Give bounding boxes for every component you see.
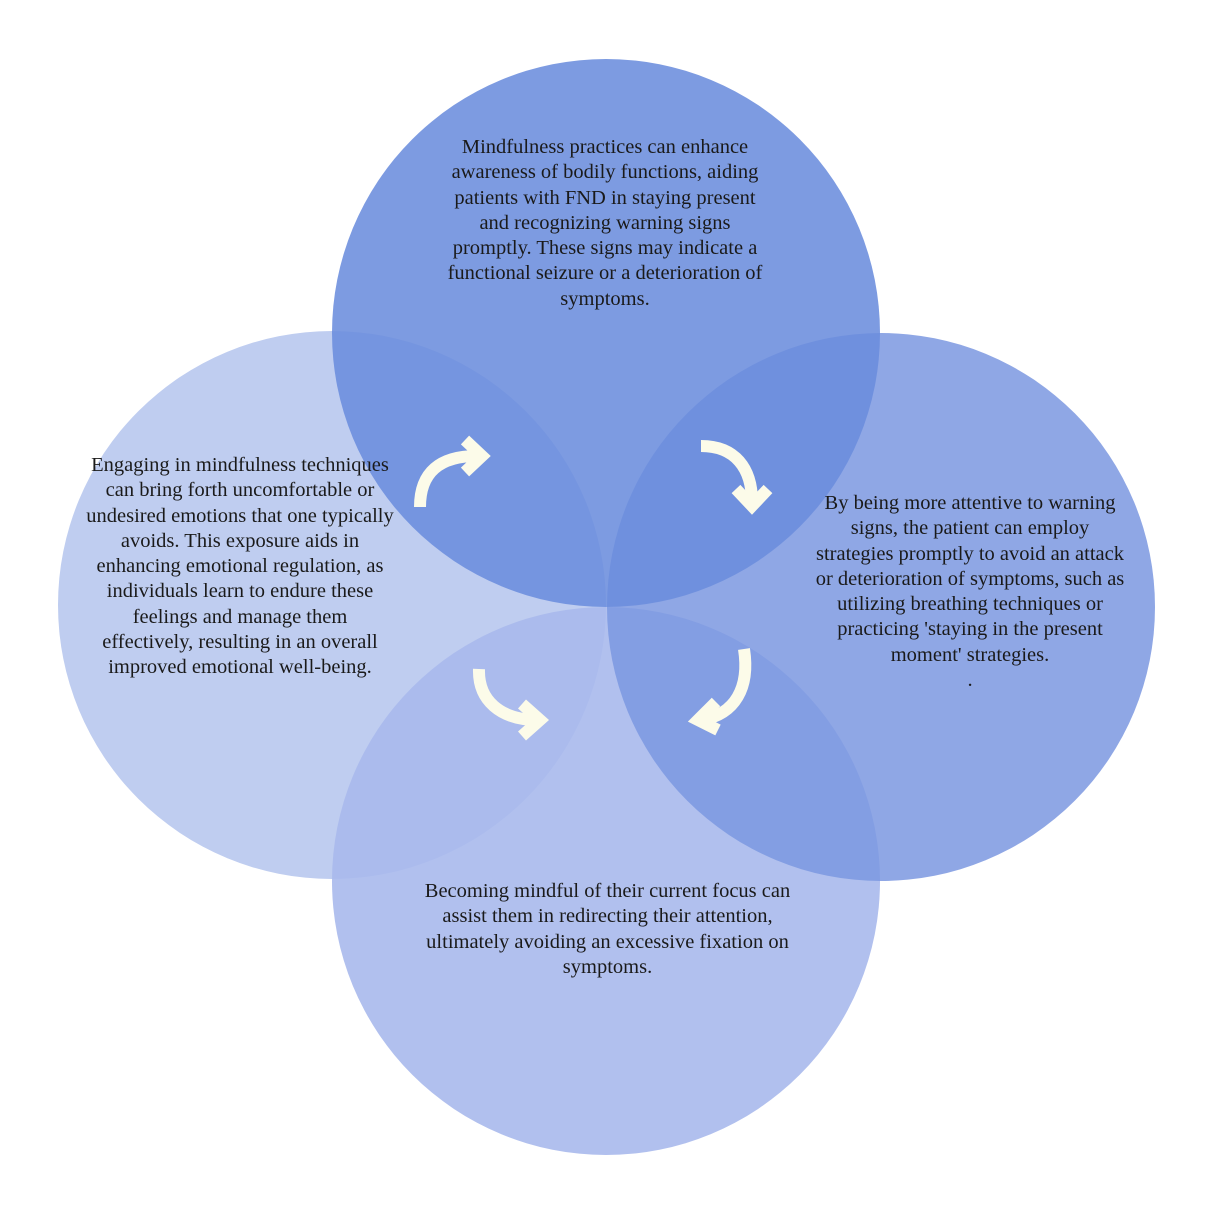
curved-arrow-icon-bottom-right (687, 648, 752, 736)
right-text-block: By being more attentive to warning signs… (815, 491, 1125, 693)
curved-arrow-icon-top-left (414, 435, 491, 508)
bottom-text: Becoming mindful of their current focus … (424, 880, 791, 978)
left-text: Engaging in mindfulness techniques can b… (86, 454, 394, 679)
right-trailing-mark: . (967, 669, 973, 692)
curved-arrow-icon-top-right (700, 440, 773, 515)
top-text: Mindfulness practices can enhance awaren… (447, 136, 763, 310)
curved-arrow-icon-bottom-left (473, 668, 550, 741)
right-text: By being more attentive to warning signs… (815, 492, 1125, 666)
